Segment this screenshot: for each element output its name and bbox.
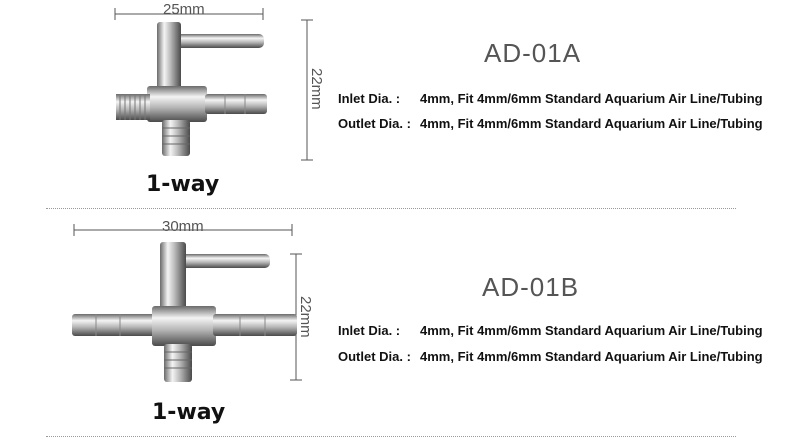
outlet-spec: Outlet Dia. : 4mm, Fit 4mm/6mm Standard A… <box>338 349 763 364</box>
product-section-b: 30mm 22mm AD-01B Inlet Dia. : 4mm, Fit 4m… <box>0 210 790 445</box>
height-dimension-label: 22mm <box>297 296 314 338</box>
outlet-label: Outlet Dia. : <box>338 116 411 131</box>
outlet-value: 4mm, Fit 4mm/6mm Standard Aquarium Air L… <box>420 116 763 131</box>
valve-a-image <box>114 8 313 161</box>
inlet-spec: Inlet Dia. : 4mm, Fit 4mm/6mm Standard Aq… <box>338 91 763 106</box>
section-divider <box>46 208 736 209</box>
model-title: AD-01A <box>484 38 582 68</box>
width-dimension-label: 25mm <box>163 1 205 18</box>
outlet-spec: Outlet Dia. : 4mm, Fit 4mm/6mm Standard A… <box>338 116 763 131</box>
outlet-value: 4mm, Fit 4mm/6mm Standard Aquarium Air L… <box>420 349 763 364</box>
product-section-a: 25mm 22mm AD-01A Inlet Dia. : 4mm, Fit 4m… <box>0 0 790 210</box>
inlet-label: Inlet Dia. : <box>338 91 401 106</box>
height-dimension-label: 22mm <box>308 68 325 110</box>
outlet-label: Outlet Dia. : <box>338 349 411 364</box>
type-label: 1-way <box>152 400 226 425</box>
valve-b-image <box>72 224 302 382</box>
inlet-label: Inlet Dia. : <box>338 323 401 338</box>
type-label: 1-way <box>146 172 220 197</box>
section-divider-bottom <box>46 436 736 437</box>
model-title: AD-01B <box>482 272 580 302</box>
inlet-value: 4mm, Fit 4mm/6mm Standard Aquarium Air L… <box>420 323 763 338</box>
inlet-spec: Inlet Dia. : 4mm, Fit 4mm/6mm Standard Aq… <box>338 323 763 338</box>
width-dimension-label: 30mm <box>162 218 204 235</box>
inlet-value: 4mm, Fit 4mm/6mm Standard Aquarium Air L… <box>420 91 763 106</box>
